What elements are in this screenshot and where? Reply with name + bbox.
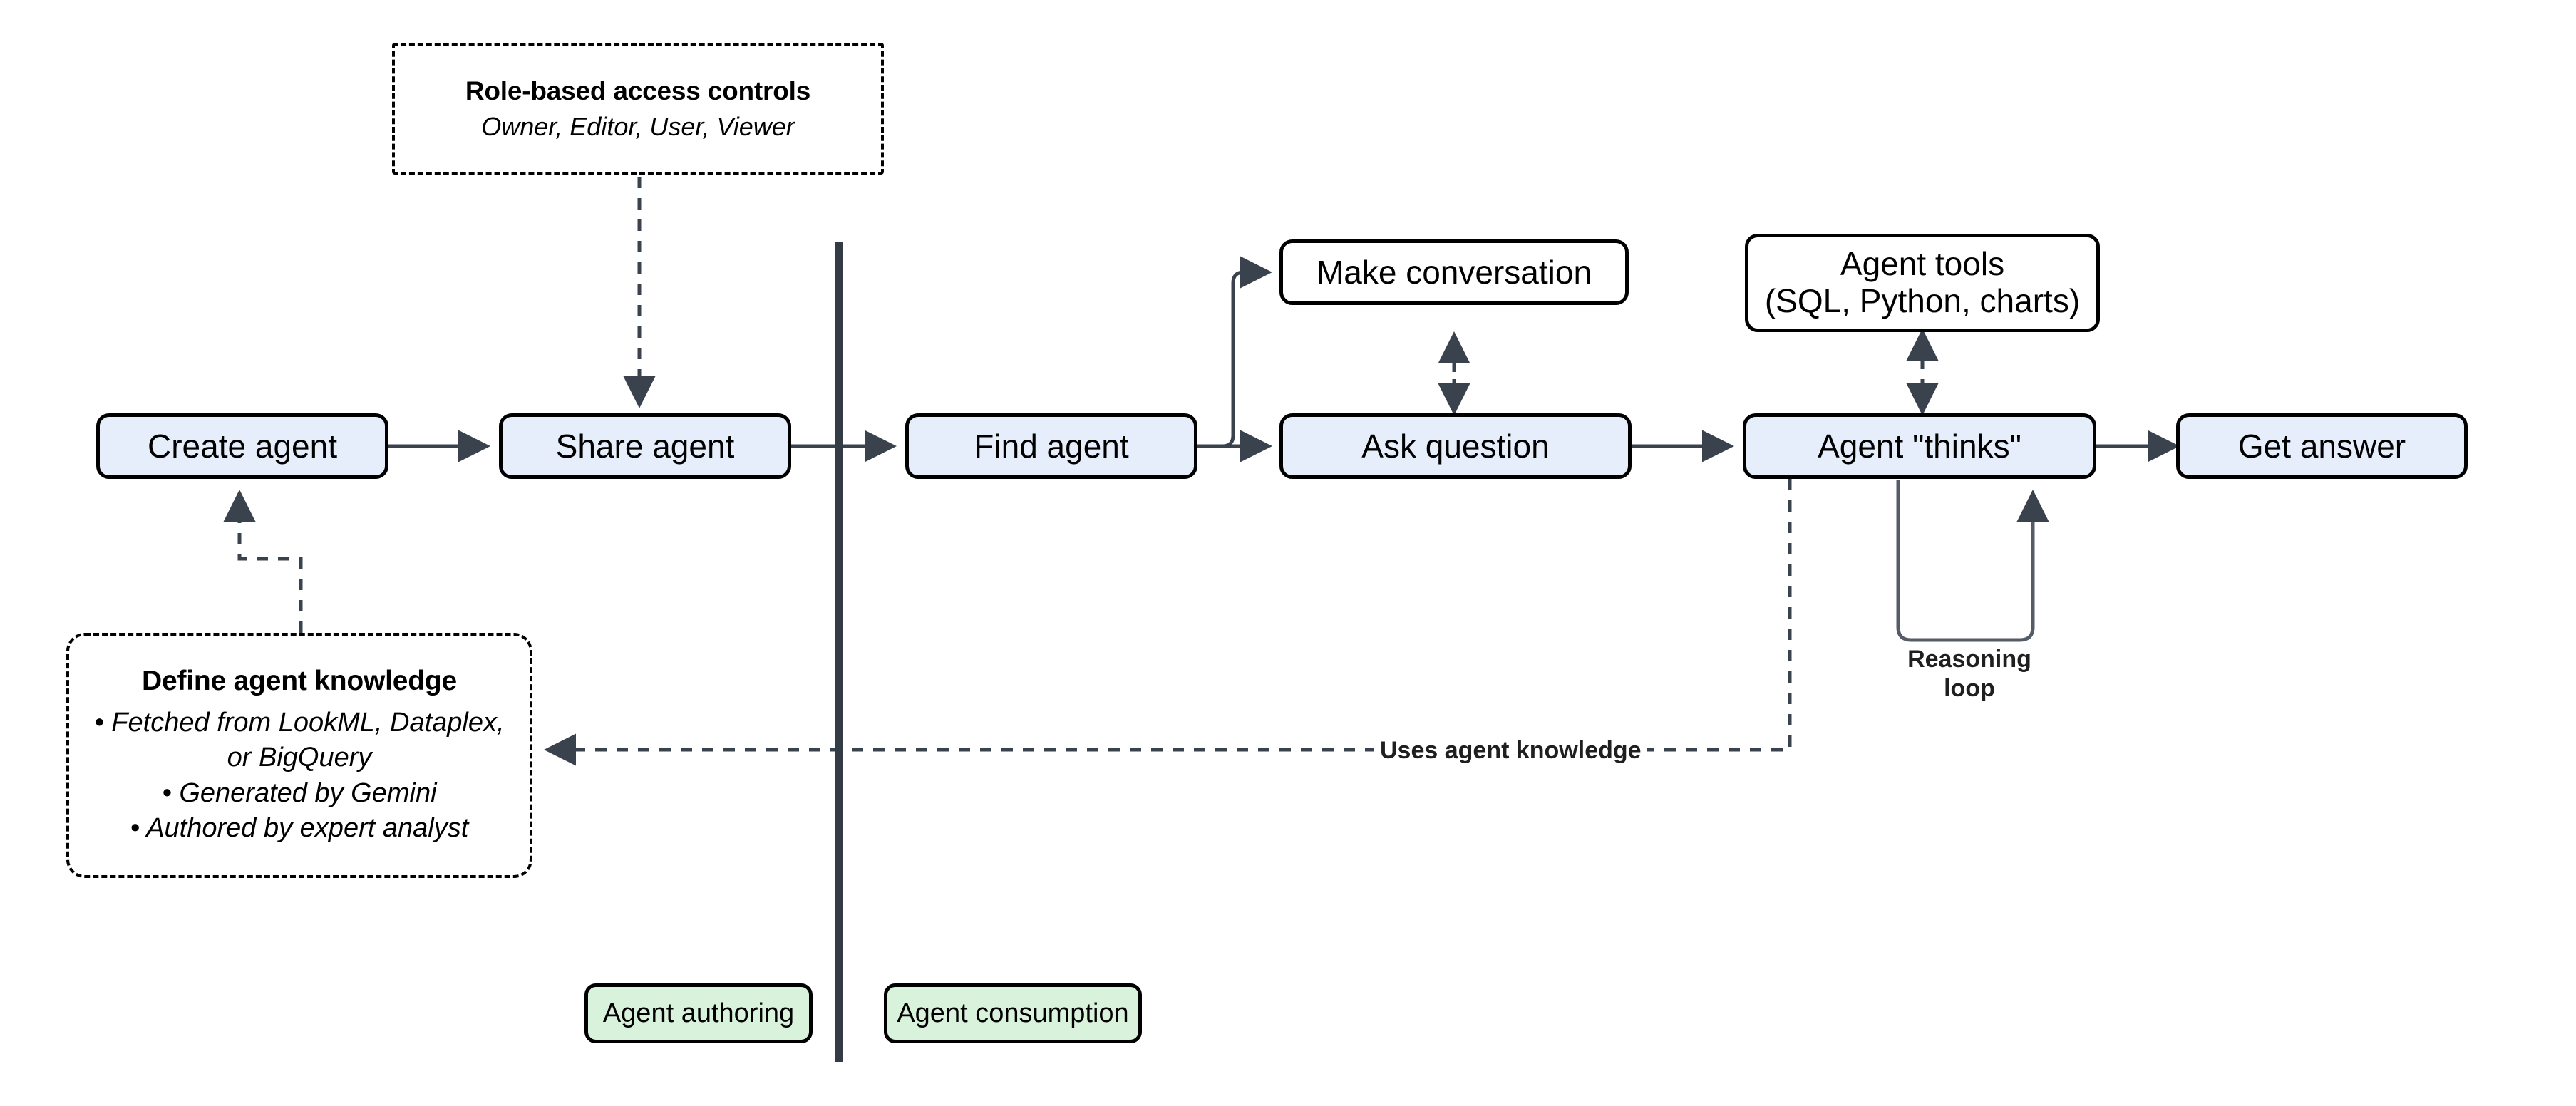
legend-agent-consumption-label: Agent consumption [897, 998, 1129, 1028]
node-share-agent[interactable]: Share agent [499, 413, 791, 479]
edge-label-uses-agent-knowledge: Uses agent knowledge [1374, 736, 1647, 766]
node-make-conversation[interactable]: Make conversation [1279, 239, 1629, 305]
node-ask-question[interactable]: Ask question [1279, 413, 1632, 479]
note-knowledge-line-1: or BigQuery [227, 743, 372, 773]
phase-divider [835, 242, 843, 1062]
node-agent-tools-label-line1: Agent tools [1840, 245, 2005, 283]
edge-label-uses-agent-knowledge-text: Uses agent knowledge [1380, 737, 1642, 764]
edge-uses-agent-knowledge [544, 479, 1792, 766]
edge-reasoning-loop [1896, 480, 2049, 642]
edge-find-to-make-conversation [1197, 256, 1272, 448]
legend-agent-authoring-label: Agent authoring [602, 998, 795, 1028]
note-knowledge-title: Define agent knowledge [141, 666, 457, 697]
edge-label-reasoning-loop-line1: Reasoning [1907, 646, 2031, 673]
note-knowledge-line-2: • Generated by Gemini [162, 777, 437, 808]
note-rbac-line-0: Owner, Editor, User, Viewer [481, 112, 795, 142]
node-create-agent[interactable]: Create agent [96, 413, 388, 479]
legend-agent-authoring: Agent authoring [584, 983, 813, 1043]
node-agent-thinks-label: Agent "thinks" [1818, 427, 2021, 465]
node-find-agent[interactable]: Find agent [905, 413, 1197, 479]
note-role-based-access-controls: Role-based access controls Owner, Editor… [392, 43, 884, 175]
node-get-answer-label: Get answer [2237, 427, 2406, 465]
node-ask-question-label: Ask question [1361, 427, 1550, 465]
node-get-answer[interactable]: Get answer [2176, 413, 2468, 479]
node-share-agent-label: Share agent [555, 427, 735, 465]
node-make-conversation-label: Make conversation [1316, 253, 1592, 291]
node-agent-tools-label-line2: (SQL, Python, charts) [1764, 282, 2081, 319]
node-agent-thinks[interactable]: Agent "thinks" [1743, 413, 2096, 479]
note-define-agent-knowledge: Define agent knowledge • Fetched from Lo… [66, 633, 532, 878]
edge-label-reasoning-loop: Reasoning loop [1896, 645, 2043, 704]
note-knowledge-line-3: • Authored by expert analyst [130, 813, 469, 844]
legend-agent-consumption: Agent consumption [884, 983, 1142, 1043]
edge-label-reasoning-loop-line2: loop [1944, 675, 1995, 703]
edge-knowledge-to-create [223, 490, 303, 633]
node-create-agent-label: Create agent [148, 427, 337, 465]
node-agent-tools[interactable]: Agent tools (SQL, Python, charts) [1745, 234, 2100, 332]
note-rbac-title: Role-based access controls [465, 76, 811, 105]
note-knowledge-line-0: • Fetched from LookML, Dataplex, [94, 708, 505, 738]
node-find-agent-label: Find agent [974, 427, 1129, 465]
